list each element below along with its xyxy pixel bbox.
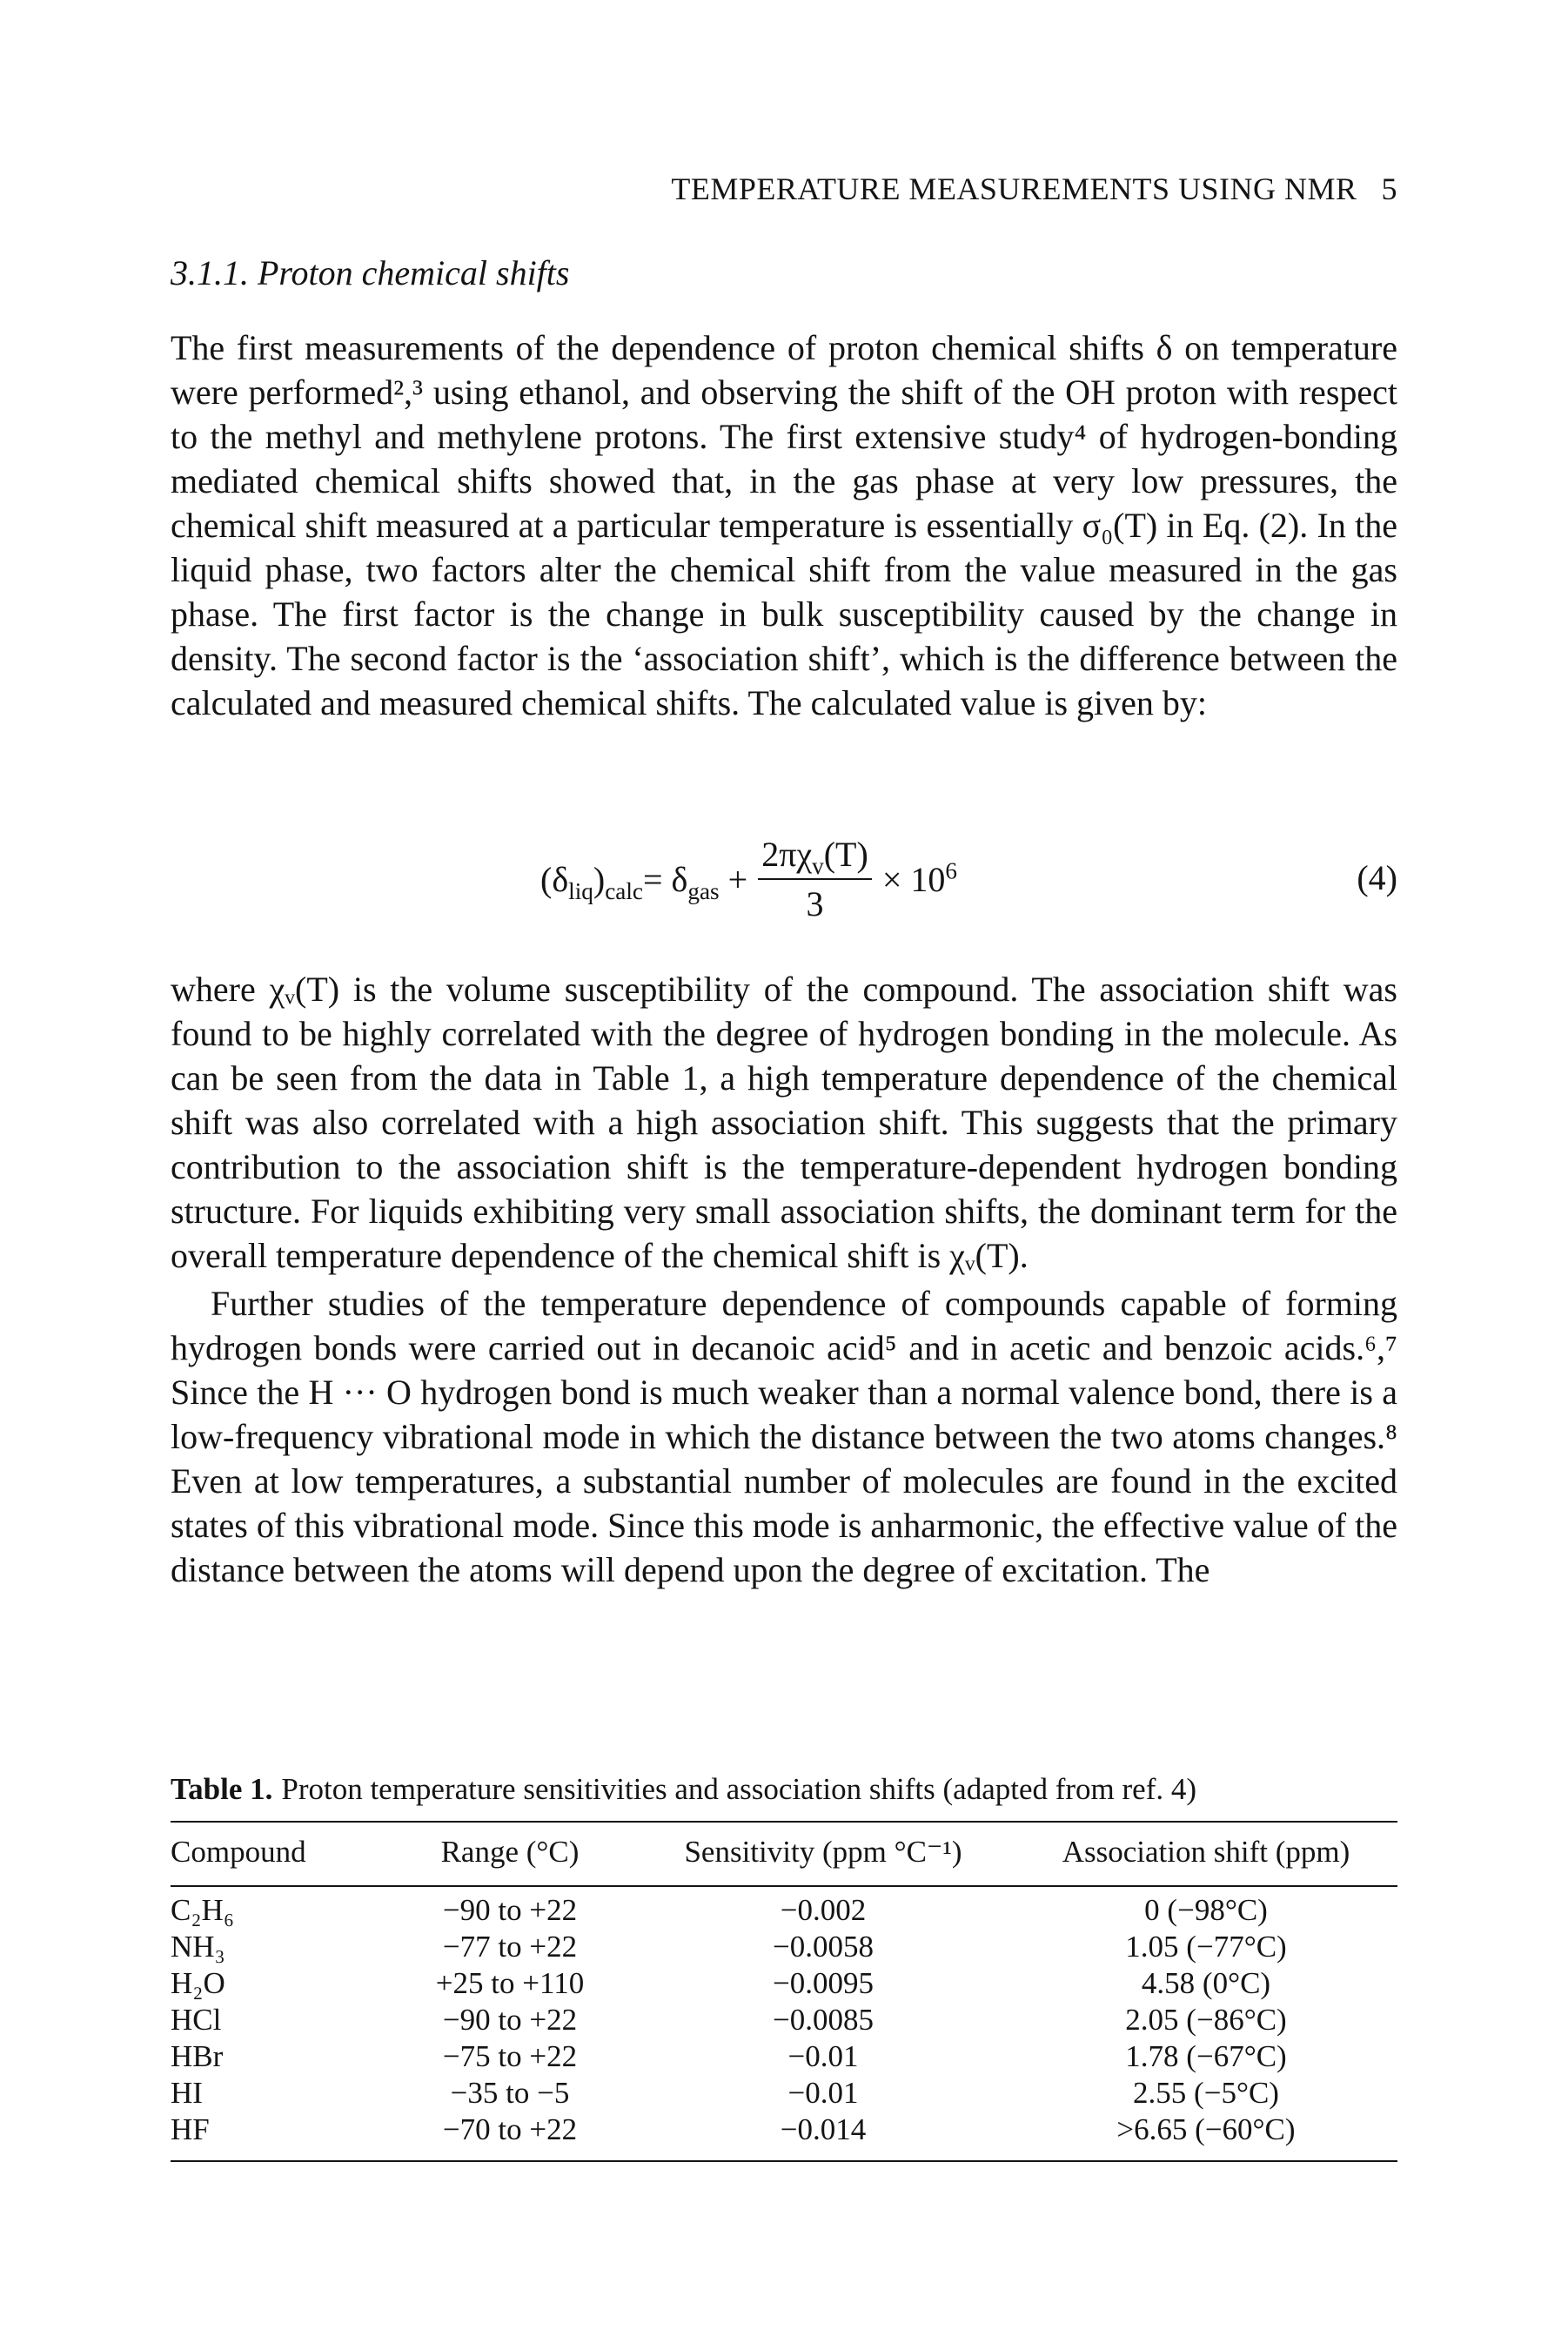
cell-association: 0 (−98°C): [1144, 1893, 1268, 1927]
cell-sensitivity: −0.0085: [773, 2003, 874, 2037]
table-header-row: Compound Range (°C) Sensitivity (ppm °C⁻…: [171, 1823, 1397, 1885]
section-title: Proton chemical shifts: [258, 253, 570, 292]
equation-body: (δliq)calc = δgas + 2πχv(T) 3 × 106: [540, 814, 957, 944]
data-table-body: C₂H₆ −90 to +22 −0.002 0 (−98°C) NH₃ −77…: [171, 1887, 1397, 2148]
cell-compound: HBr: [171, 2039, 224, 2073]
table-row: HI −35 to −5 −0.01 2.55 (−5°C): [171, 2075, 1397, 2112]
table-row: NH₃ −77 to +22 −0.0058 1.05 (−77°C): [171, 1929, 1397, 1965]
cell-association: >6.65 (−60°C): [1116, 2112, 1296, 2146]
cell-association: 4.58 (0°C): [1141, 1966, 1271, 2000]
cell-range: −70 to +22: [442, 2112, 578, 2146]
cell-compound: HCl: [171, 2003, 222, 2037]
header-sensitivity: Sensitivity (ppm °C⁻¹): [684, 1835, 962, 1869]
running-head: TEMPERATURE MEASUREMENTS USING NMR 5: [671, 171, 1397, 207]
paragraph-3: Further studies of the temperature depen…: [171, 1284, 1397, 1589]
eq-lhs: (δliq)calc: [540, 859, 643, 904]
table-caption: Table 1.Proton temperature sensitivities…: [171, 1772, 1196, 1807]
eq-gas-term: = δgas +: [642, 859, 748, 904]
cell-sensitivity: −0.014: [780, 2112, 867, 2146]
table-label: Table 1.: [171, 1772, 273, 1806]
cell-range: +25 to +110: [435, 1966, 585, 2000]
eq-denominator: 3: [806, 884, 824, 923]
cell-association: 2.55 (−5°C): [1133, 2076, 1279, 2110]
cell-range: −90 to +22: [442, 1893, 578, 1927]
cell-sensitivity: −0.002: [780, 1893, 867, 1927]
cell-range: −75 to +22: [442, 2039, 578, 2073]
running-head-title: TEMPERATURE MEASUREMENTS USING NMR: [671, 171, 1357, 206]
cell-association: 2.05 (−86°C): [1125, 2003, 1287, 2037]
header-range: Range (°C): [440, 1835, 580, 1869]
header-compound: Compound: [171, 1835, 306, 1869]
cell-association: 1.78 (−67°C): [1125, 2039, 1287, 2073]
table-bottom-rule: [171, 2160, 1397, 2162]
cell-sensitivity: −0.01: [787, 2076, 859, 2110]
equation-4: (δliq)calc = δgas + 2πχv(T) 3 × 106 (4): [171, 814, 1397, 944]
header-association: Association shift (ppm): [1062, 1835, 1350, 1869]
table-header-rule: [171, 1885, 1397, 1887]
paragraph-1: The first measurements of the dependence…: [171, 328, 1397, 722]
cell-sensitivity: −0.01: [787, 2039, 859, 2073]
cell-range: −90 to +22: [442, 2003, 578, 2037]
section-heading: 3.1.1. Proton chemical shifts: [171, 252, 569, 293]
cell-sensitivity: −0.0058: [773, 1930, 874, 1964]
eq-fraction: 2πχv(T) 3: [758, 834, 872, 924]
cell-association: 1.05 (−77°C): [1125, 1930, 1287, 1964]
table-row: HF −70 to +22 −0.014 >6.65 (−60°C): [171, 2112, 1397, 2148]
cell-compound: C₂H₆: [171, 1893, 235, 1927]
table-top-rule: [171, 1821, 1397, 1823]
table-row: HCl −90 to +22 −0.0085 2.05 (−86°C): [171, 2002, 1397, 2038]
cell-range: −77 to +22: [442, 1930, 578, 1964]
paragraph-2: where χᵥ(T) is the volume susceptibility…: [171, 970, 1397, 1275]
data-table: Compound Range (°C) Sensitivity (ppm °C⁻…: [171, 1823, 1397, 1885]
table-1: Compound Range (°C) Sensitivity (ppm °C⁻…: [171, 1821, 1397, 2162]
section-number: 3.1.1.: [171, 253, 249, 292]
cell-range: −35 to −5: [450, 2076, 570, 2110]
table-row: HBr −75 to +22 −0.01 1.78 (−67°C): [171, 2038, 1397, 2075]
eq-power: × 106: [881, 857, 957, 899]
cell-sensitivity: −0.0095: [773, 1966, 874, 2000]
page-number: 5: [1381, 171, 1397, 206]
cell-compound: NH₃: [171, 1930, 225, 1964]
table-caption-text: Proton temperature sensitivities and ass…: [281, 1772, 1197, 1806]
table-row: H₂O +25 to +110 −0.0095 4.58 (0°C): [171, 1965, 1397, 2002]
equation-number: (4): [1357, 858, 1397, 897]
table-row: C₂H₆ −90 to +22 −0.002 0 (−98°C): [171, 1887, 1397, 1929]
eq-numerator: 2πχv(T): [758, 834, 872, 880]
cell-compound: HI: [171, 2076, 203, 2110]
cell-compound: HF: [171, 2112, 210, 2146]
cell-compound: H₂O: [171, 1966, 225, 2000]
